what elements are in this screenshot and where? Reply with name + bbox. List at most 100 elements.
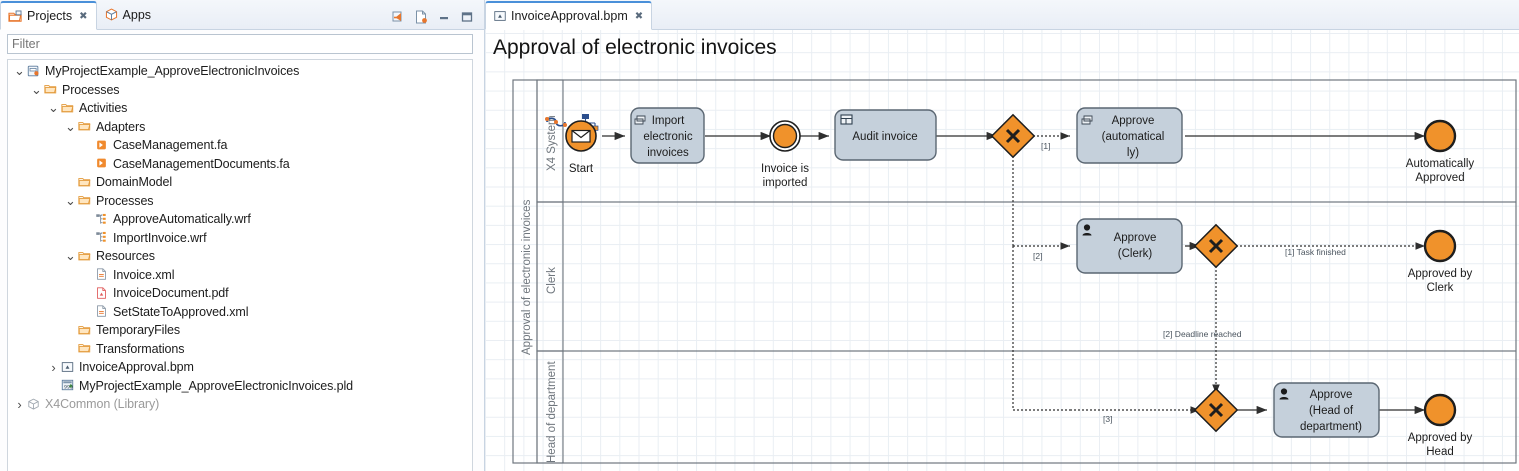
node-approve-automatically[interactable]: Approve (automatical ly) (1076, 107, 1183, 164)
node-invoice-imported-line2: imported (763, 177, 808, 189)
folder-icon (60, 101, 76, 116)
editor-tabbar: InvoiceApproval.bpm ✖ (485, 0, 1519, 30)
workflow-icon (94, 212, 110, 227)
projects-view-tabbar: Projects ✖ Apps (0, 0, 484, 30)
node-audit-invoice-label: Audit invoice (852, 131, 917, 143)
node-approve-head[interactable]: Approve (Head of department) (1273, 382, 1380, 438)
tree-item-label: Adapters (96, 119, 146, 134)
node-gateway-1[interactable] (990, 113, 1036, 159)
svg-text:999: 999 (64, 385, 73, 391)
lane-clerk[interactable]: Clerk (536, 201, 1517, 352)
project-icon (26, 64, 42, 79)
tree-item-label: CaseManagement.fa (113, 138, 228, 153)
filter-input[interactable] (7, 34, 473, 54)
tree-item[interactable]: CaseManagementDocuments.fa (8, 155, 472, 174)
node-approve-auto-line2: (automatical (1102, 131, 1165, 143)
tree-item[interactable]: ⌄ Processes (8, 192, 472, 211)
node-automatically-approved[interactable]: Automatically Approved (1406, 119, 1475, 184)
chevron-down-icon[interactable]: ⌄ (14, 63, 25, 79)
tab-projects[interactable]: Projects ✖ (0, 1, 97, 30)
chevron-right-icon[interactable]: › (51, 359, 56, 375)
new-file-icon[interactable] (413, 9, 429, 25)
tree-item[interactable]: DomainModel (8, 173, 472, 192)
node-gateway-3[interactable] (1193, 387, 1239, 433)
tree-item-label: Processes (96, 193, 154, 208)
folder-icon (77, 175, 93, 190)
tree-item-label: TemporaryFiles (96, 323, 181, 338)
chevron-down-icon[interactable]: ⌄ (65, 248, 76, 264)
tree-item[interactable]: ⌄Activities (8, 99, 472, 118)
close-icon[interactable]: ✖ (79, 10, 88, 22)
tree-item-label: Transformations (96, 341, 185, 356)
lane-label-x4-system: X4 System (546, 115, 558, 171)
tree-item-label: ApproveAutomatically.wrf (113, 212, 251, 227)
apps-icon (104, 7, 119, 22)
lane-head-of-department[interactable]: Head of department (536, 350, 1517, 464)
node-approved-head-line2: Head (1426, 446, 1454, 458)
tree-item[interactable]: CaseManagement.fa (8, 136, 472, 155)
tree-item[interactable]: ImportInvoice.wrf (8, 229, 472, 248)
folder-icon (77, 341, 93, 356)
filter-row (0, 30, 484, 57)
user-task-icon (1279, 388, 1289, 400)
library-icon (26, 397, 42, 412)
chevron-down-icon[interactable]: ⌄ (48, 100, 59, 116)
bpm-icon (493, 9, 507, 23)
tree-item[interactable]: TemporaryFiles (8, 321, 472, 340)
tree-item[interactable]: Transformations (8, 340, 472, 359)
adapter-icon (94, 138, 110, 153)
link-with-editor-icon[interactable] (390, 9, 406, 25)
tree-item[interactable]: InvoiceDocument.pdf (8, 284, 472, 303)
node-invoice-is-imported[interactable]: Invoice is imported (761, 120, 809, 189)
node-import-electronic-invoices[interactable]: Import electronic invoices (630, 107, 705, 164)
tree-item[interactable]: ›InvoiceApproval.bpm (8, 358, 472, 377)
maximize-icon[interactable] (459, 9, 475, 25)
node-invoice-imported-line1: Invoice is (761, 163, 809, 175)
close-icon[interactable]: ✖ (634, 10, 644, 22)
node-audit-invoice[interactable]: Audit invoice (834, 109, 937, 161)
tree-item[interactable]: ⌄ Processes (8, 81, 472, 100)
tab-apps[interactable]: Apps (97, 0, 160, 29)
tab-invoiceapproval-bpm[interactable]: InvoiceApproval.bpm ✖ (485, 1, 653, 30)
bpm-icon (60, 360, 76, 375)
tree-item[interactable]: ⌄MyProjectExample_ApproveElectronicInvoi… (8, 62, 472, 81)
chevron-down-icon[interactable]: ⌄ (31, 81, 42, 97)
tree-item[interactable]: ⌄ Adapters (8, 118, 472, 137)
node-approve-head-line2: (Head of (1309, 405, 1354, 417)
tree-item-label: DomainModel (96, 175, 173, 190)
node-approved-clerk-line1: Approved by (1408, 268, 1473, 280)
node-import-line1: Import (652, 115, 685, 127)
tree-item[interactable]: ApproveAutomatically.wrf (8, 210, 472, 229)
tree-item-label: Processes (62, 82, 120, 97)
adapter-icon (94, 156, 110, 171)
node-approved-clerk-line2: Clerk (1427, 282, 1454, 294)
tree-item-label: Resources (96, 249, 155, 264)
node-approve-clerk-line2: (Clerk) (1118, 248, 1153, 260)
node-auto-approved-line2: Approved (1415, 172, 1464, 184)
node-approved-by-head[interactable]: Approved by Head (1408, 393, 1473, 458)
tree-item[interactable]: ›X4Common (Library) (8, 395, 472, 414)
xml-file-icon (94, 304, 110, 319)
projects-view: Projects ✖ Apps (0, 0, 484, 471)
folder-icon (77, 249, 93, 264)
project-tree[interactable]: ⌄MyProjectExample_ApproveElectronicInvoi… (7, 59, 473, 471)
edge-label-task-finished: [1] Task finished (1285, 247, 1346, 257)
chevron-down-icon[interactable]: ⌄ (65, 118, 76, 134)
tree-item[interactable]: SetStateToApproved.xml (8, 303, 472, 322)
node-start[interactable]: Start (545, 114, 599, 175)
bpmn-canvas[interactable]: Approval of electronic invoices Approval… (485, 30, 1519, 471)
node-approve-clerk[interactable]: Approve (Clerk) (1076, 218, 1183, 274)
chevron-down-icon[interactable]: ⌄ (65, 192, 76, 208)
tree-item[interactable]: Invoice.xml (8, 266, 472, 285)
edge-label-2: [2] (1033, 251, 1042, 261)
minimize-icon[interactable] (436, 9, 452, 25)
xml-file-icon (94, 267, 110, 282)
chevron-right-icon[interactable]: › (17, 396, 22, 412)
tree-item[interactable]: ⌄ Resources (8, 247, 472, 266)
node-gateway-2[interactable] (1193, 223, 1239, 269)
node-approved-by-clerk[interactable]: Approved by Clerk (1408, 229, 1473, 294)
edge-label-1: [1] (1041, 141, 1050, 151)
tree-item-label: InvoiceDocument.pdf (113, 286, 229, 301)
